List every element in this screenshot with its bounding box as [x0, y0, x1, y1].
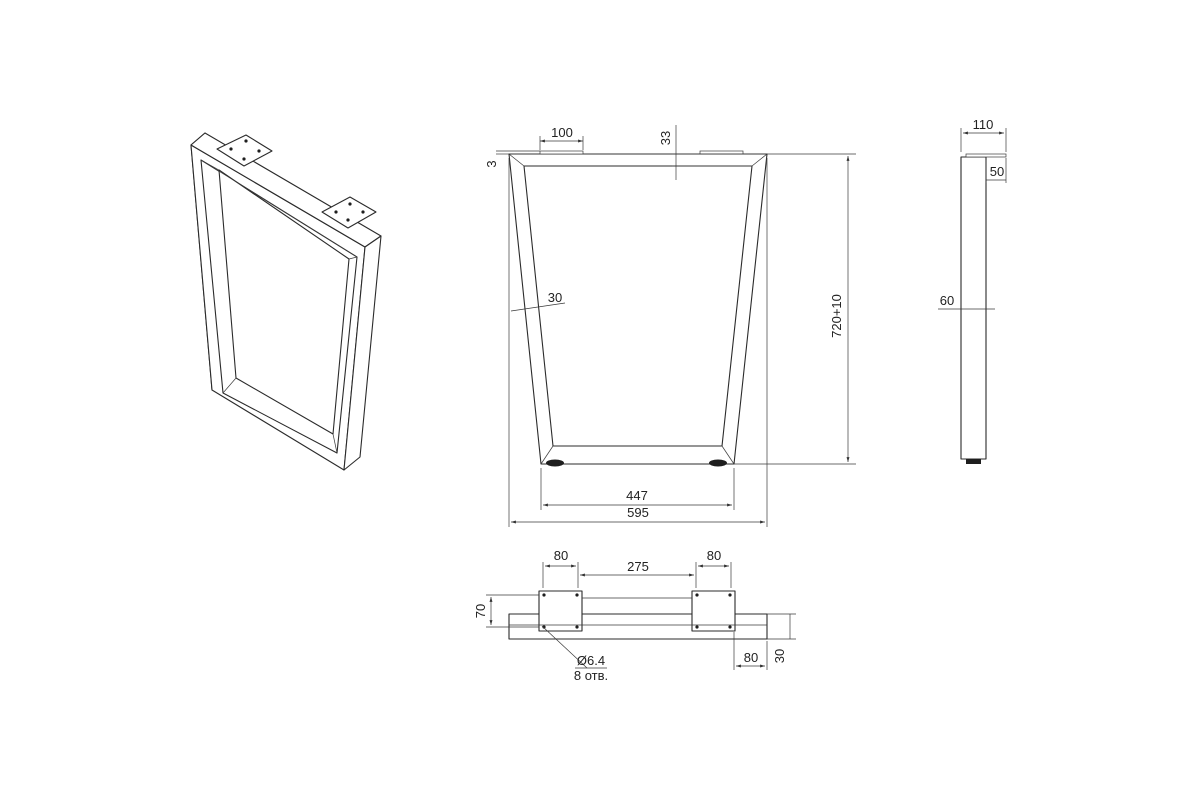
dim-total-width: 595: [627, 505, 649, 520]
dim-top-offset: 33: [658, 131, 673, 145]
dim-height: 720+10: [829, 294, 844, 338]
front-foot-left: [546, 459, 564, 467]
dim-plate-depth: 70: [473, 604, 488, 618]
iso-mounting-plate-right: [321, 196, 377, 229]
dim-profile-width: 30: [548, 290, 562, 305]
dim-side-plate-offset: 50: [990, 164, 1004, 179]
side-profile: [960, 156, 987, 460]
dim-side-depth: 110: [973, 117, 994, 132]
dim-hole-count: 8 отв.: [574, 668, 608, 683]
dim-top-plate-right-width: 80: [707, 548, 721, 563]
front-foot-right: [709, 459, 727, 467]
side-plate: [965, 153, 1007, 158]
front-frame-outer: [508, 153, 768, 465]
side-view: 110 50 60: [938, 117, 1007, 464]
dim-plate-spacing: 275: [627, 559, 649, 574]
iso-mounting-plate-left: [216, 134, 273, 167]
dim-plate-width: 100: [551, 125, 573, 140]
isometric-view: [190, 132, 382, 471]
dim-side-profile-depth: 60: [940, 293, 954, 308]
iso-right-leg-side: [343, 235, 382, 471]
dim-plate-thickness: 3: [484, 160, 499, 167]
top-plate-left: [538, 590, 583, 632]
dim-top-plate-left-width: 80: [554, 548, 568, 563]
dim-bottom-width: 447: [626, 488, 648, 503]
dim-end-offset: 80: [744, 650, 758, 665]
dim-profile-thickness: 30: [772, 649, 787, 663]
front-plate-left: [539, 150, 584, 155]
side-foot: [966, 459, 981, 464]
front-view: 100 3 33 30 720+10 447 595: [484, 125, 856, 527]
dim-hole-diameter: Ø6.4: [577, 653, 605, 668]
front-plate-right: [699, 150, 744, 155]
top-view: 80 275 80 70 Ø6.4 8 отв. 80 30: [473, 548, 796, 683]
top-plate-right: [691, 590, 736, 632]
